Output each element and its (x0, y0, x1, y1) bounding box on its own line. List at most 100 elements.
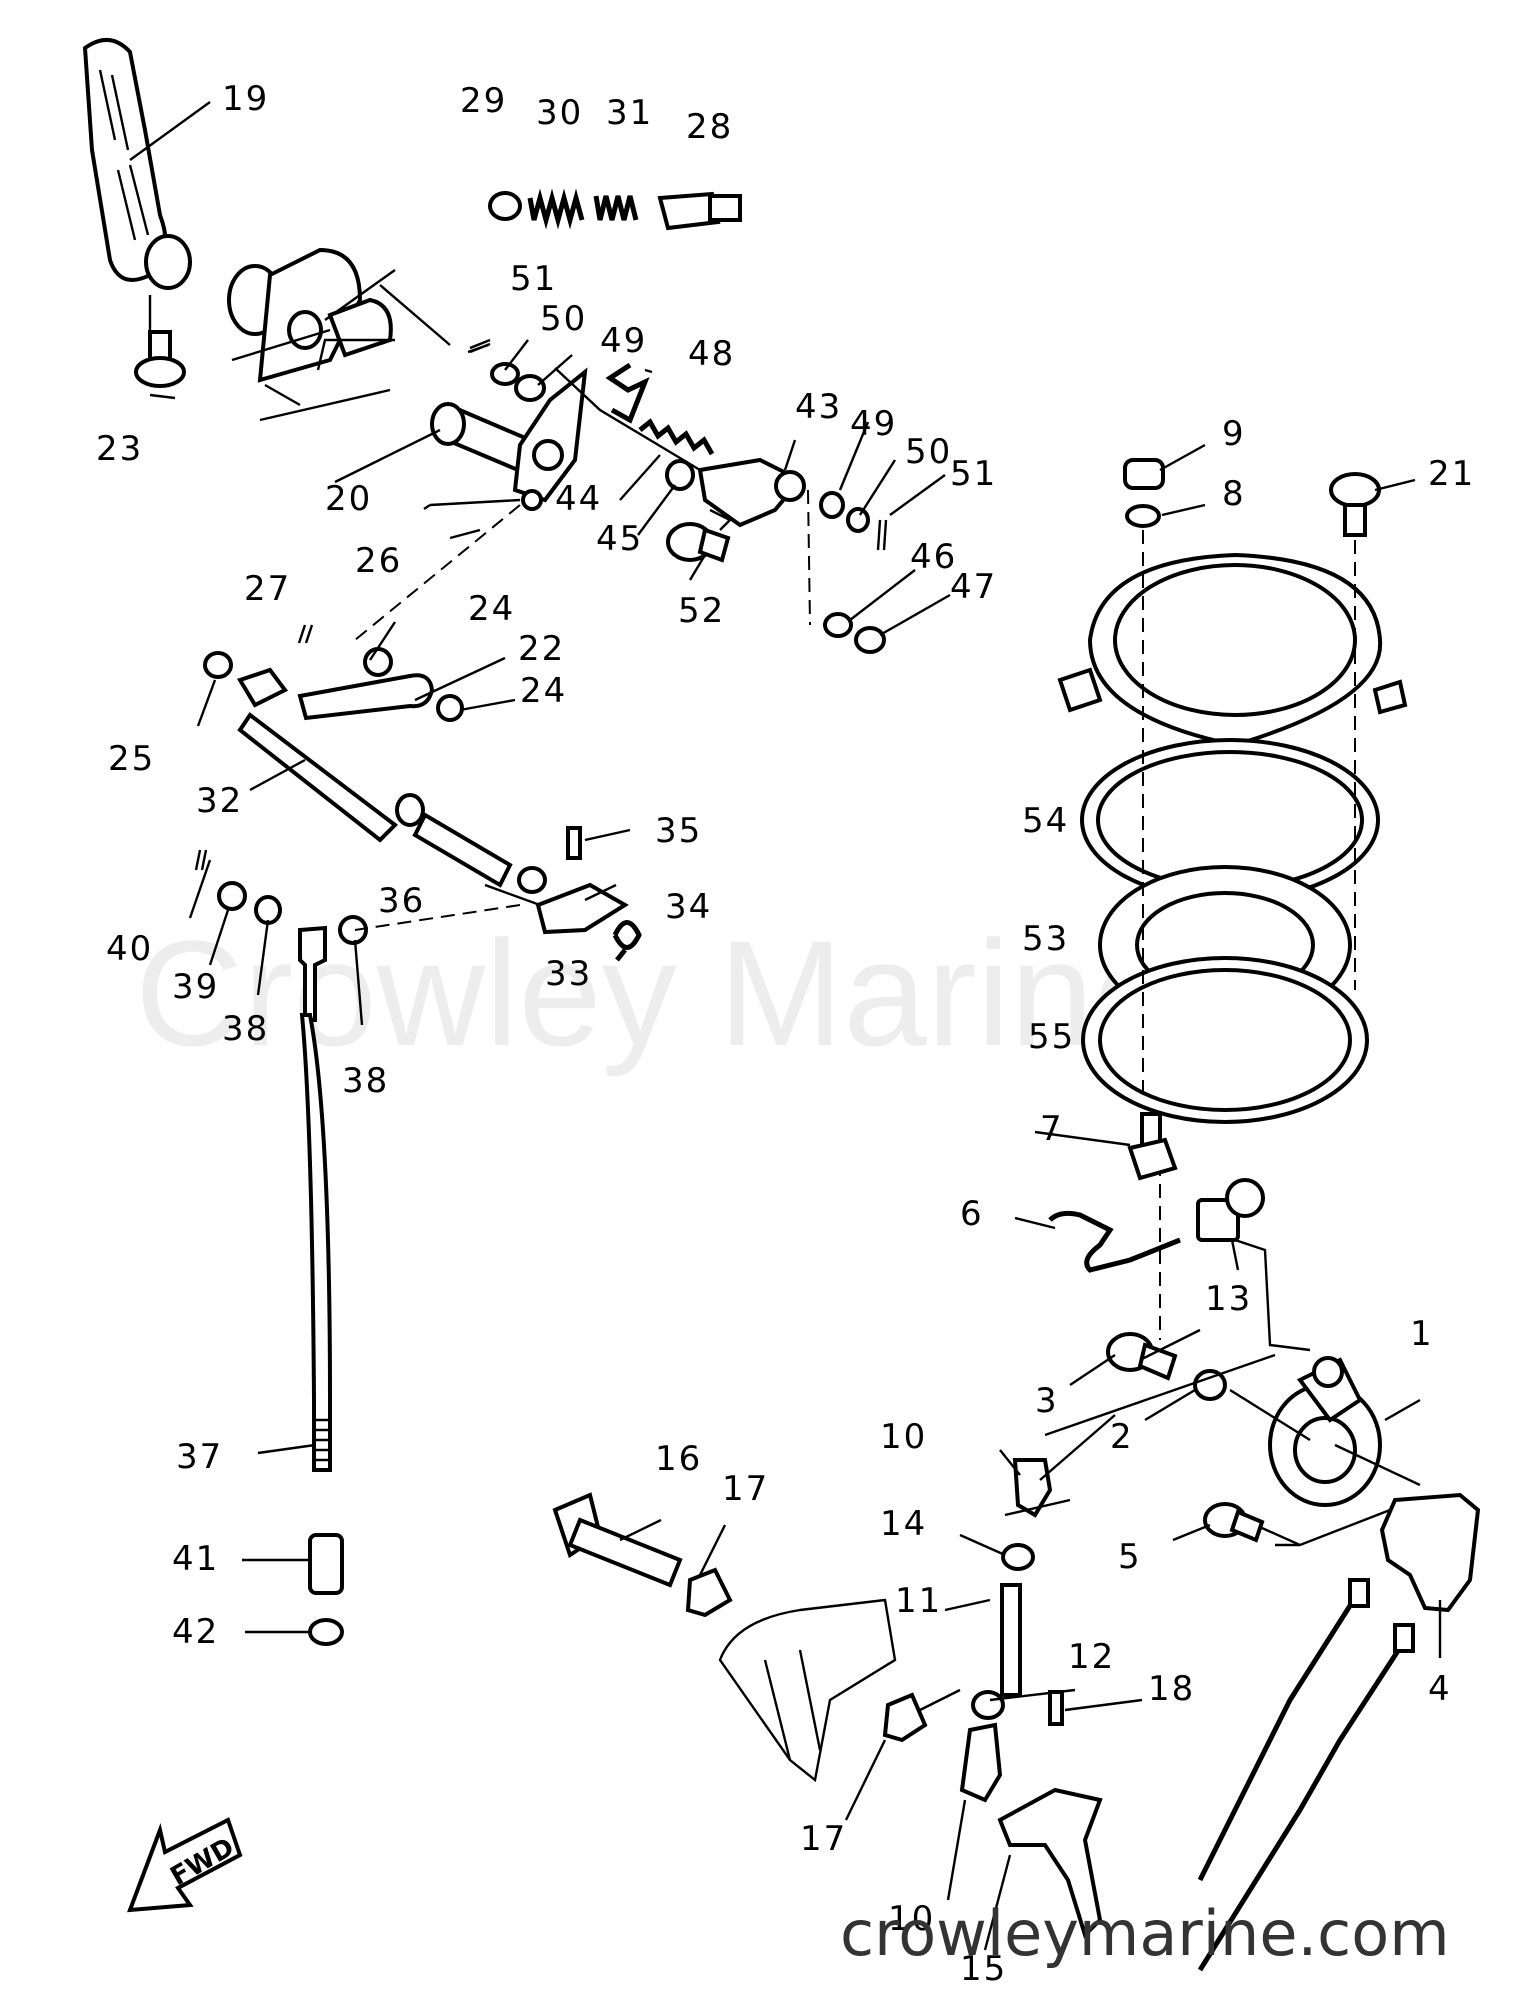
label-22: 22 (518, 629, 565, 669)
label-20: 20 (325, 479, 372, 519)
part-19-shift-lever (82, 38, 192, 290)
parts-49-51-upper (469, 338, 546, 402)
part-42-nut (308, 1618, 344, 1646)
label-43: 43 (795, 387, 842, 427)
label-46: 46 (910, 537, 957, 577)
part-44-spring (638, 418, 715, 456)
part-51-right (876, 519, 888, 551)
label-23: 23 (96, 429, 143, 469)
label-50-right: 50 (905, 432, 952, 472)
label-32: 32 (196, 781, 243, 821)
part-24-bottom (436, 694, 464, 722)
part-34-block (535, 882, 629, 935)
part-38-washer-2 (338, 915, 368, 945)
part-20-shift-shaft (430, 367, 588, 511)
label-51-top: 51 (510, 259, 557, 299)
label-16: 16 (655, 1439, 702, 1479)
label-49-top: 49 (600, 321, 647, 361)
part-38-washer (254, 895, 282, 925)
label-34: 34 (665, 887, 712, 927)
label-50-top: 50 (540, 299, 587, 339)
label-14: 14 (880, 1504, 927, 1544)
label-53: 53 (1022, 919, 1069, 959)
part-36-sleeve (412, 812, 513, 888)
label-35: 35 (655, 811, 702, 851)
part-26-pin (423, 498, 521, 510)
part-mount-ring (1057, 552, 1408, 748)
label-3: 3 (1035, 1381, 1059, 1421)
label-6: 6 (960, 1194, 984, 1234)
label-25: 25 (108, 739, 155, 779)
label-38-right: 38 (342, 1061, 389, 1101)
part-23-bolt (134, 330, 186, 388)
label-54: 54 (1022, 801, 1069, 841)
part-16-shaft (552, 1492, 683, 1588)
part-49-right (819, 491, 845, 519)
part-36-washer (395, 793, 425, 827)
label-52: 52 (678, 591, 725, 631)
part-40-cotter (194, 849, 208, 871)
label-7: 7 (1040, 1109, 1064, 1149)
part-27-cotter (297, 624, 314, 644)
part-13-joint (1196, 1178, 1265, 1242)
part-2-collar (1193, 1369, 1227, 1401)
label-29: 29 (460, 81, 507, 121)
label-15: 15 (960, 1949, 1007, 1989)
label-44: 44 (555, 479, 602, 519)
part-6-rod (1048, 1210, 1181, 1273)
part-15-lever (997, 1787, 1103, 1939)
label-39: 39 (172, 967, 219, 1007)
part-52-bolt (666, 522, 731, 563)
part-10-lower (959, 1722, 1003, 1803)
label-21: 21 (1428, 454, 1475, 494)
part-46 (823, 612, 853, 638)
label-13: 13 (1205, 1279, 1252, 1319)
parts-28-31-detent-set (488, 188, 742, 231)
shift-cables (1197, 1578, 1415, 1972)
label-38-left: 38 (222, 1009, 269, 1049)
label-41: 41 (172, 1539, 219, 1579)
part-14-nut (1001, 1543, 1035, 1571)
fwd-arrow: FWD (127, 1817, 243, 1913)
part-10-upper (1012, 1458, 1053, 1518)
label-42: 42 (172, 1612, 219, 1652)
label-26: 26 (355, 541, 402, 581)
part-41-nut (308, 1533, 344, 1595)
label-47: 47 (950, 567, 997, 607)
part-43-lever-arm (697, 457, 806, 531)
part-17-bushing-top (685, 1567, 733, 1618)
part-7-bolt (1127, 1112, 1178, 1181)
part-9-nut (1123, 458, 1165, 490)
part-37-shift-rod (298, 925, 332, 1472)
label-9: 9 (1222, 414, 1246, 454)
part-32-shaft (237, 667, 399, 843)
part-4-bracket (1379, 1492, 1481, 1613)
label-36: 36 (378, 881, 425, 921)
label-48: 48 (688, 334, 735, 374)
label-5: 5 (1118, 1537, 1142, 1577)
part-24-top (363, 647, 393, 677)
label-49-right: 49 (850, 404, 897, 444)
label-17-top: 17 (722, 1469, 769, 1509)
label-18: 18 (1148, 1669, 1195, 1709)
part-5-bolt (1203, 1502, 1265, 1543)
label-55: 55 (1028, 1017, 1075, 1057)
part-8-washer (1125, 504, 1161, 528)
label-19: 19 (222, 79, 269, 119)
label-10-upper: 10 (880, 1417, 927, 1457)
label-12: 12 (1068, 1637, 1115, 1677)
part-50-right (846, 507, 870, 533)
label-1: 1 (1410, 1314, 1434, 1354)
part-22-link (297, 673, 435, 721)
part-25-washer (203, 651, 233, 679)
part-33-spring (612, 920, 642, 962)
label-10-lower: 10 (888, 1899, 935, 1939)
label-30: 30 (536, 93, 583, 133)
part-55-gasket (1081, 956, 1369, 1124)
label-27: 27 (244, 569, 291, 609)
part-11-stud (1000, 1583, 1022, 1697)
part-35-pin (566, 826, 582, 860)
part-36-end (517, 866, 547, 894)
label-11: 11 (895, 1581, 942, 1621)
